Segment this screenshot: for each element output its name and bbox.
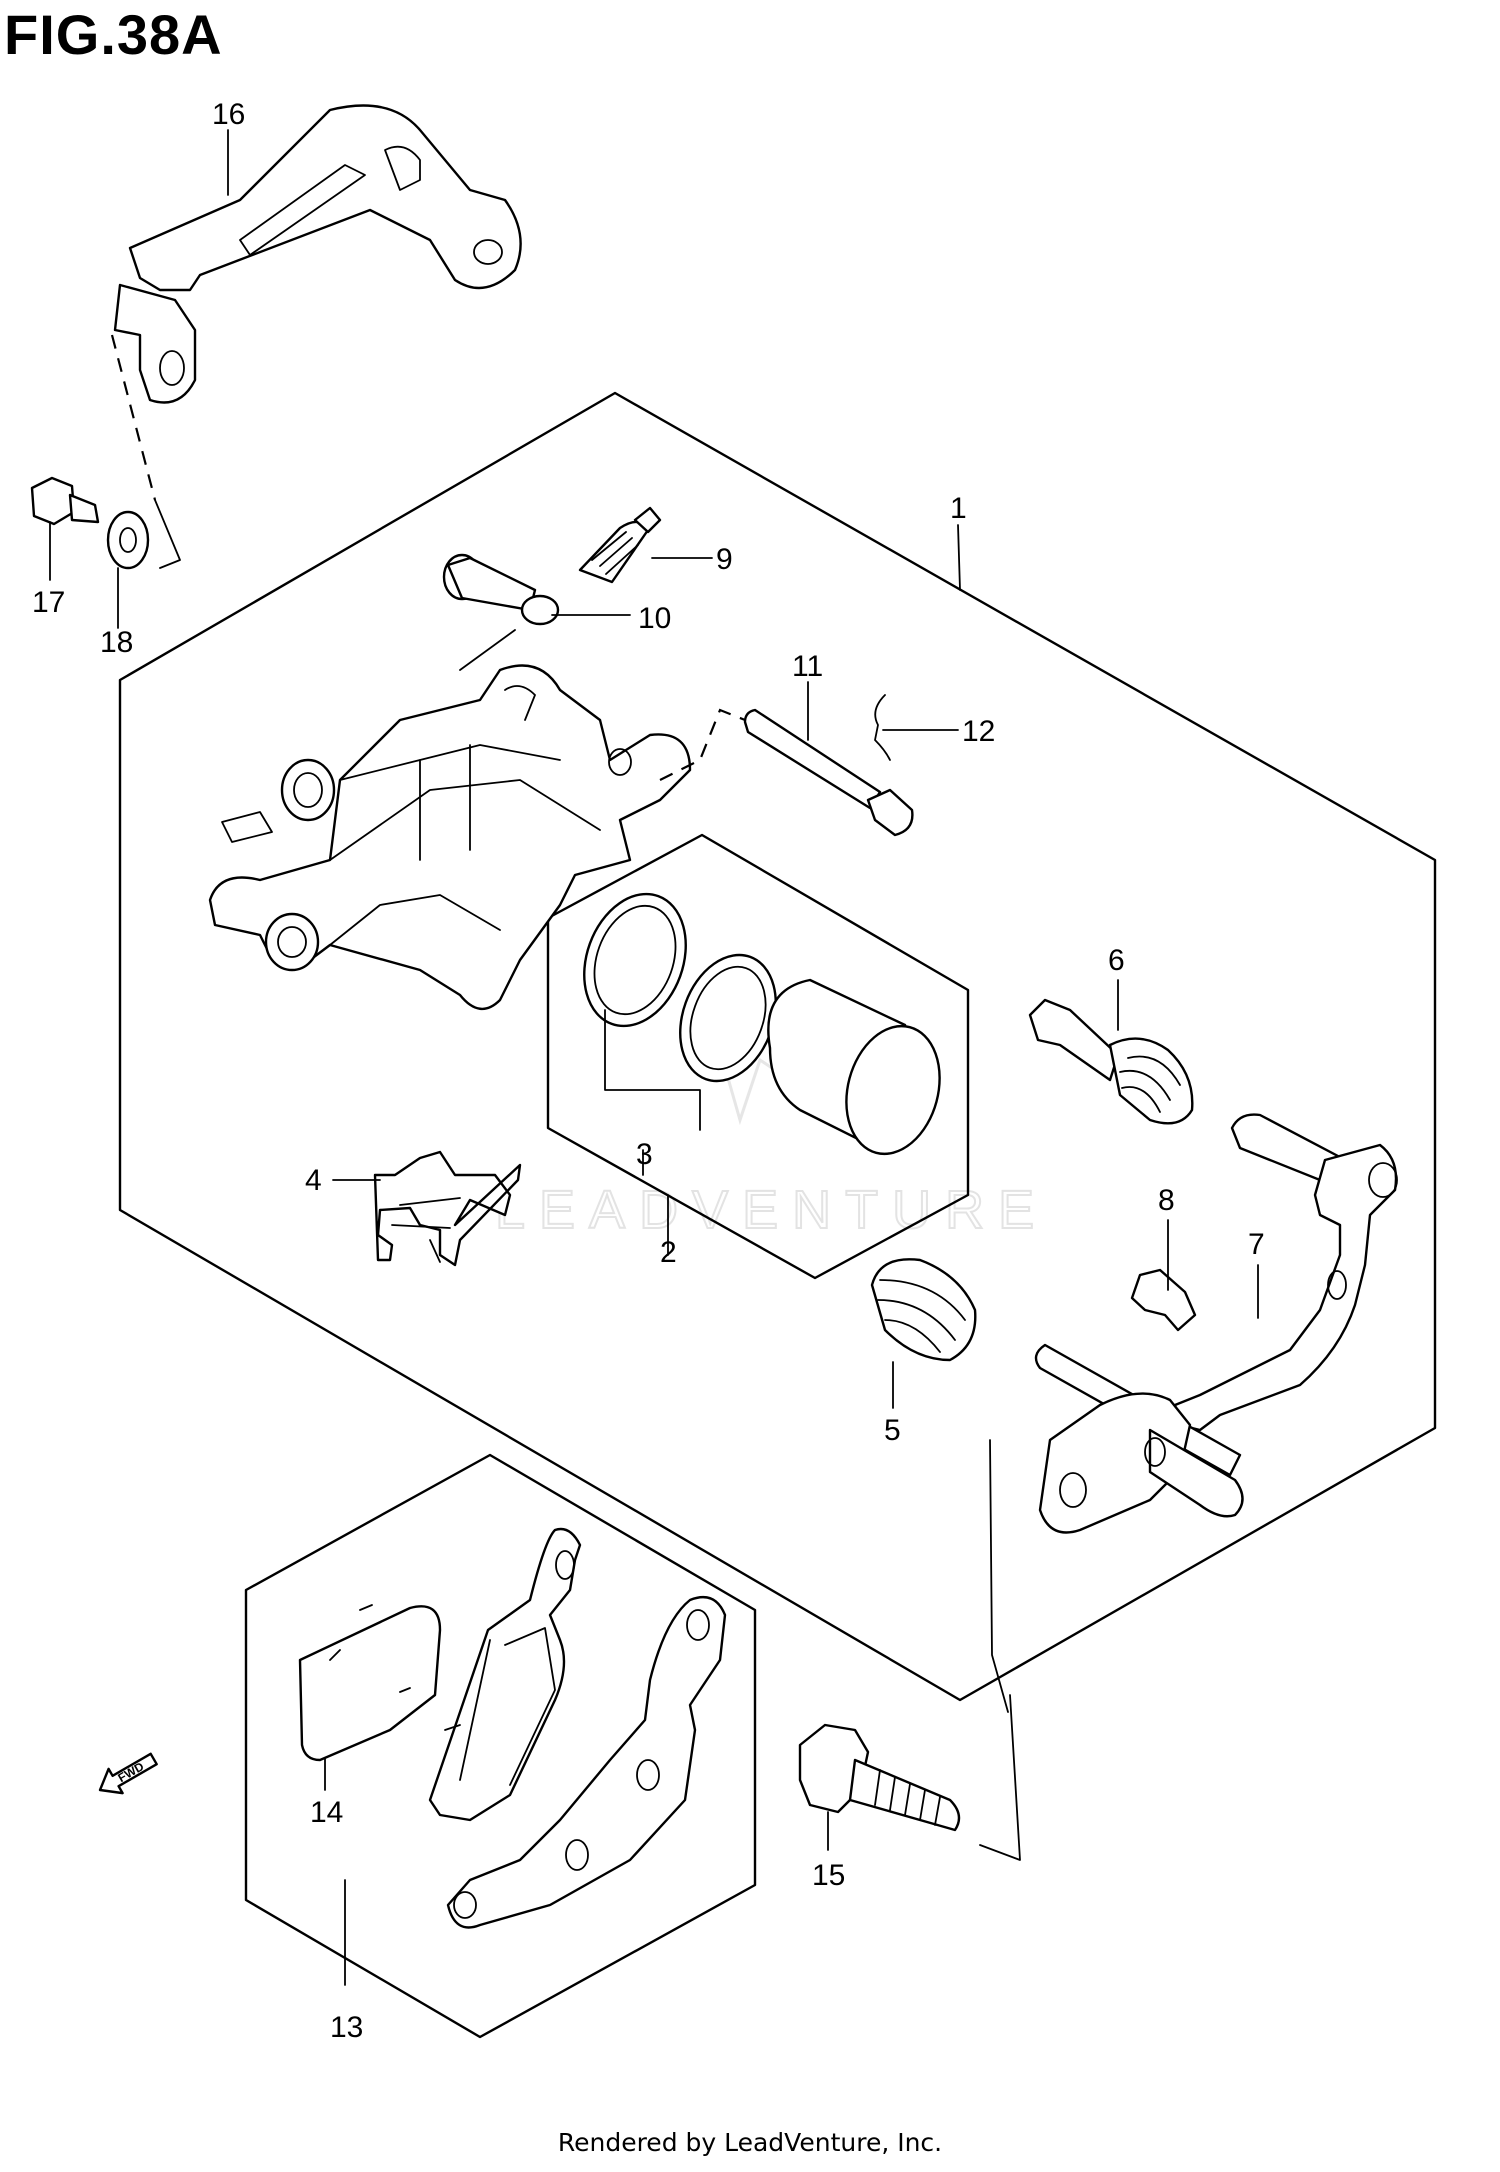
piston-seals	[583, 892, 777, 1083]
bracket-mount-line	[154, 499, 181, 569]
slide-pin-boot	[1028, 998, 1194, 1125]
watermark: LEADVENTURE	[494, 965, 1048, 1241]
figure-title: FIG.38A	[4, 3, 223, 66]
bleeder-screw	[578, 506, 662, 584]
callout-14: 14	[310, 1796, 343, 1829]
callout-10: 10	[638, 602, 671, 635]
bracket-leader-line	[110, 334, 157, 501]
piston-boot	[870, 1258, 977, 1362]
caliper-bracket	[113, 104, 522, 404]
piston	[767, 978, 941, 1156]
caliper-body	[208, 664, 692, 1010]
bleeder-cap	[442, 553, 560, 626]
callout-8: 8	[1158, 1184, 1175, 1217]
callout-16: 16	[212, 98, 245, 131]
callout-11: 11	[792, 650, 823, 683]
pad-shim	[446, 1595, 727, 1929]
callout-9: 9	[716, 543, 733, 576]
callout-15: 15	[812, 1859, 845, 1892]
holder-leader-line	[979, 1439, 1021, 1861]
callout-4: 4	[305, 1164, 322, 1197]
caliper-pin	[743, 708, 914, 837]
callout-3: 3	[636, 1138, 653, 1171]
callout-7: 7	[1248, 1228, 1265, 1261]
footer-credit: Rendered by LeadVenture, Inc.	[557, 2128, 943, 2157]
callout-13: 13	[330, 2011, 363, 2044]
callout-leader-lines	[49, 129, 1259, 1986]
callout-5: 5	[884, 1414, 901, 1447]
pin-clip	[874, 694, 891, 761]
pad-spring	[373, 1150, 522, 1267]
fwd-arrow: FWD	[98, 1752, 158, 1795]
watermark-text: LEADVENTURE	[495, 1180, 1048, 1240]
cap-leader-line	[459, 629, 516, 671]
callout-6: 6	[1108, 944, 1125, 977]
callout-18: 18	[100, 626, 133, 659]
brake-pad-set-outline	[244, 1453, 757, 2039]
caliper-assembly-outline	[118, 391, 1437, 1702]
caliper-holder	[1034, 1113, 1398, 1534]
callout-17: 17	[32, 586, 65, 619]
washer-18	[106, 510, 150, 570]
brake-pads	[298, 1527, 582, 1822]
bolt-15	[798, 1723, 961, 1832]
callout-2: 2	[660, 1236, 677, 1269]
bolt-17	[30, 476, 100, 526]
callout-12: 12	[962, 715, 995, 748]
seal-bracket-line	[604, 1009, 701, 1131]
callout-1: 1	[950, 492, 967, 525]
retainer-clip	[1130, 1268, 1197, 1332]
